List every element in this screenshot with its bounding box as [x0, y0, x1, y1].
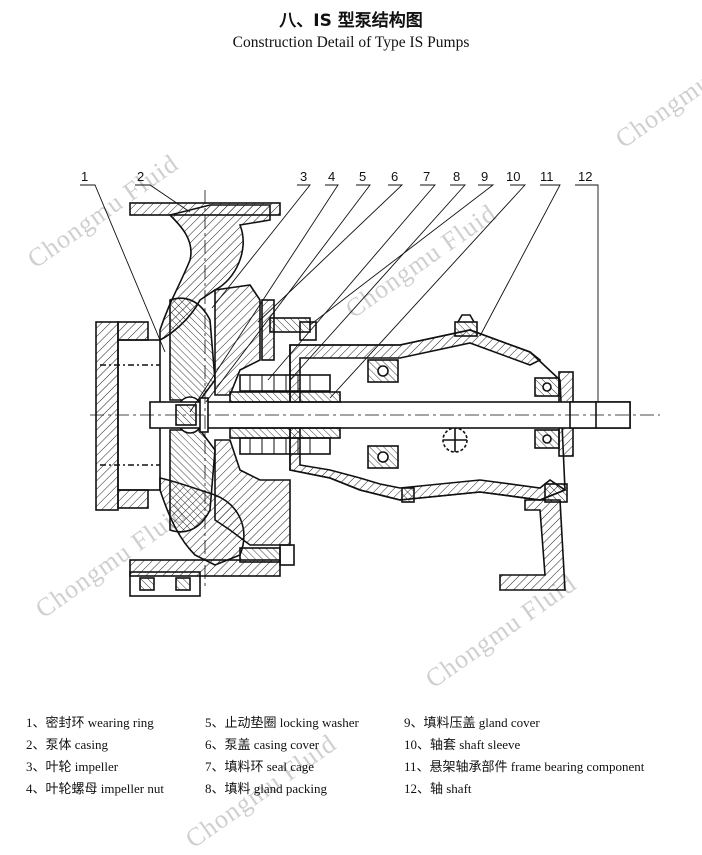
legend-item: 4、叶轮螺母 impeller nut	[26, 781, 164, 796]
pump-body	[90, 190, 660, 597]
legend-item: 7、填料环 seal cage	[205, 759, 315, 774]
legend-item: 3、叶轮 impeller	[26, 759, 119, 774]
callout-11: 11	[540, 169, 554, 184]
legend-item: 6、泵盖 casing cover	[205, 737, 320, 752]
callout-1: 1	[81, 169, 88, 184]
legend-item: 1、密封环 wearing ring	[26, 715, 154, 730]
pump-construction-drawing: 1 2 3 4 5 6 7 8 9 10 11 12	[80, 169, 660, 597]
page-title: 八、IS 型泵结构图	[279, 11, 423, 31]
callout-12: 12	[578, 169, 592, 184]
callout-5: 5	[359, 169, 366, 184]
callout-2: 2	[137, 169, 144, 184]
legend-item: 12、轴 shaft	[404, 781, 472, 796]
callout-numbers: 1 2 3 4 5 6 7 8 9 10 11 12	[81, 169, 592, 184]
callout-4: 4	[328, 169, 335, 184]
leader-lines	[80, 184, 599, 413]
callout-7: 7	[423, 169, 430, 184]
callout-8: 8	[453, 169, 460, 184]
legend-item: 5、止动垫圈 locking washer	[205, 715, 359, 730]
page-subtitle: Construction Detail of Type IS Pumps	[232, 34, 470, 51]
callout-10: 10	[506, 169, 520, 184]
legend-item: 9、填料压盖 gland cover	[404, 715, 540, 730]
legend-item: 11、悬架轴承部件 frame bearing component	[404, 759, 645, 774]
callout-6: 6	[391, 169, 398, 184]
legend-item: 2、泵体 casing	[26, 737, 108, 752]
parts-legend: 1、密封环 wearing ring 2、泵体 casing 3、叶轮 impe…	[0, 708, 702, 808]
legend-item: 8、填料 gland packing	[205, 781, 328, 796]
callout-3: 3	[300, 169, 307, 184]
callout-9: 9	[481, 169, 488, 184]
legend-item: 10、轴套 shaft sleeve	[404, 737, 521, 752]
